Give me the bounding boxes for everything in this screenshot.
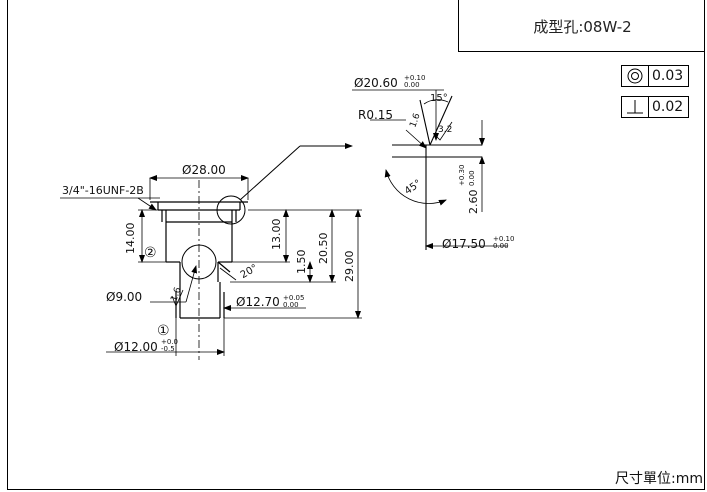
hole-name-label: 成型孔:08W-2 <box>533 18 632 36</box>
dia12_70-tol-up: +0.05 <box>283 294 304 302</box>
depth-tol-lo: 0.00 <box>468 170 476 186</box>
h29-label: 29.00 <box>343 251 356 283</box>
angle20-label: 20° <box>239 263 260 281</box>
dim-right-verticals <box>224 209 362 319</box>
dia12_00-tol-lo: -0.5 <box>161 345 175 353</box>
dia17_50-tol-lo: 0.00 <box>493 242 509 250</box>
detail-ra16-label: 1.6 <box>408 112 422 129</box>
h20_5-label: 20.50 <box>317 233 330 265</box>
dim-h14 <box>138 209 166 263</box>
perpendicularity-icon <box>622 97 649 117</box>
dia12_00-tol-up: +0.0 <box>161 338 178 346</box>
depth-label: 2.60 <box>467 190 480 215</box>
h1_5-label: 1.50 <box>295 250 308 275</box>
ra-label: 1.6 <box>169 286 183 303</box>
detail-circle-a <box>216 195 246 225</box>
dia12_00-label: Ø12.00 <box>114 340 158 354</box>
dia17_50-label: Ø17.50 <box>442 237 486 251</box>
mark-2: ② <box>144 245 157 261</box>
radius-label: R0.15 <box>358 108 393 122</box>
dia17_50-tol-up: +0.10 <box>493 235 514 243</box>
angle15-label: 15° <box>430 93 448 104</box>
thread-label: 3/4"-16UNF-2B <box>62 184 144 197</box>
dia9-label: Ø9.00 <box>106 290 142 304</box>
angle45-label: 45° <box>403 178 424 197</box>
concentricity-icon <box>622 66 649 86</box>
dia12_70-label: Ø12.70 <box>236 295 280 309</box>
h13-label: 13.00 <box>270 219 283 251</box>
drawing-border <box>7 0 705 490</box>
detail-circle-b <box>181 244 217 280</box>
dia12_70-tol-lo: 0.00 <box>283 301 299 309</box>
dia20_60-tol-up: +0.10 <box>404 74 425 82</box>
detail-ra32-label: 3.2 <box>438 125 452 135</box>
dia20_60-tol-lo: 0.00 <box>404 81 420 89</box>
h14-label: 14.00 <box>124 223 137 255</box>
dia28-label: Ø28.00 <box>182 163 226 177</box>
unit-note: 尺寸單位:mm <box>615 471 703 487</box>
dia20_60-label: Ø20.60 <box>354 76 398 90</box>
concentricity-value: 0.03 <box>652 68 684 84</box>
dim-dia28 <box>149 175 249 200</box>
perpendicularity-value: 0.02 <box>652 99 684 115</box>
mark-1: ① <box>157 323 170 339</box>
title-block: 成型孔:08W-2 <box>458 0 705 52</box>
depth-tol-up: +0.30 <box>458 165 466 186</box>
part-profile <box>150 201 248 319</box>
perpendicularity-tolerance-frame: 0.02 <box>621 96 689 118</box>
dim-dia12 <box>106 318 225 356</box>
concentricity-tolerance-frame: 0.03 <box>621 65 689 87</box>
